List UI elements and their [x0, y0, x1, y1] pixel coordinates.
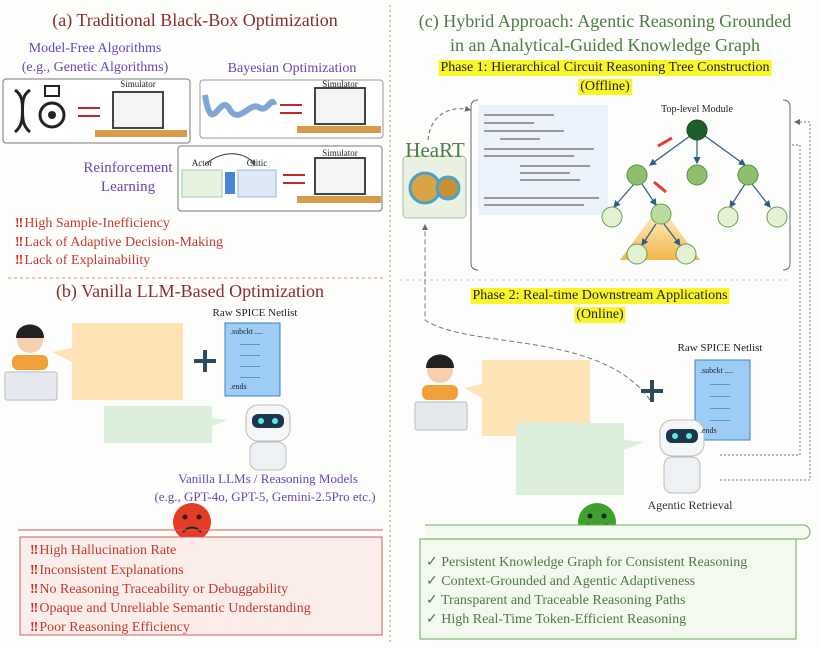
agentic-retrieval-label: Agentic Retrieval	[647, 498, 733, 512]
panel-b-title: (b) Vanilla LLM-Based Optimization	[55, 281, 325, 301]
issue-a-1: !!High Sample-Inefficiency	[15, 216, 170, 231]
netlist-text-c: .subckt ................................…	[700, 366, 733, 435]
panel-a-title: (a) Traditional Black-Box Optimization	[52, 10, 338, 30]
user-bubble-c	[464, 360, 590, 436]
simulator-label: Simulator	[322, 148, 358, 158]
llm-bubble-b	[104, 406, 228, 443]
issue-b-1: !!High Hallucination Rate	[30, 543, 177, 558]
benefit-1: ✓ Persistent Knowledge Graph for Consist…	[426, 555, 748, 570]
netlist-text-b: .subckt ................................…	[230, 327, 263, 391]
agent-bubble-c	[516, 423, 644, 495]
panel-c-title: (c) Hybrid Approach: Agentic Reasoning G…	[418, 11, 792, 31]
llm-label: Vanilla LLMs / Reasoning Models	[178, 471, 358, 486]
reasoning-tree	[601, 119, 788, 265]
issues-scroll-b	[18, 529, 383, 636]
bayesian-label: Bayesian Optimization	[227, 61, 357, 76]
netlist-doc-c	[694, 359, 751, 441]
model-free-label: Model-Free Algorithms	[28, 41, 162, 56]
phase1-subtitle: (Offline)	[578, 79, 632, 95]
netlist-label-c: Raw SPICE Netlist	[677, 342, 763, 354]
critic-label: Critic	[246, 158, 268, 168]
simulator-label: Simulator	[120, 79, 156, 89]
benefits-scroll-c	[419, 524, 811, 640]
tree-panel-bracket	[470, 99, 791, 271]
netlist-label-b: Raw SPICE Netlist	[212, 307, 298, 319]
llm-examples: (e.g., GPT-4o, GPT-5, Gemini-2.5Pro etc.…	[154, 489, 376, 504]
bo-box	[199, 79, 384, 139]
issue-b-3: !!No Reasoning Traceability or Debuggabi…	[30, 582, 289, 597]
phase2-title: Phase 2: Real-time Downstream Applicatio…	[470, 288, 730, 304]
user-avatar-c	[414, 354, 468, 431]
json-lines	[484, 114, 599, 206]
issue-b-2: !!Inconsistent Explanations	[30, 563, 184, 578]
user-bubble-b	[52, 323, 183, 400]
sad-face-icon	[173, 503, 211, 541]
phase1-title: Phase 1: Hierarchical Circuit Reasoning …	[438, 60, 772, 76]
benefit-3: ✓ Transparent and Traceable Reasoning Pa…	[426, 593, 686, 608]
simulator-label: Simulator	[322, 79, 358, 89]
robot-b	[245, 404, 291, 471]
issue-b-4: !!Opaque and Unreliable Semantic Underst…	[30, 601, 311, 616]
benefit-4: ✓ High Real-Time Token-Efficient Reasoni…	[426, 612, 687, 627]
robot-c	[659, 419, 705, 494]
rl-box	[177, 145, 383, 212]
heart-label: HeaRT	[405, 138, 465, 162]
plus-icon-b	[194, 350, 216, 372]
rl-label-2: Learning	[100, 179, 156, 195]
issue-a-2: !!Lack of Adaptive Decision-Making	[15, 235, 223, 250]
model-free-example: (e.g., Genetic Algorithms)	[21, 60, 169, 75]
top-module-label: Top-level Module	[661, 104, 733, 115]
panel-c-title-2: in an Analytical-Guided Knowledge Graph	[450, 35, 760, 55]
issue-b-5: !!Poor Reasoning Efficiency	[30, 620, 190, 635]
benefit-2: ✓ Context-Grounded and Agentic Adaptiven…	[426, 574, 696, 589]
user-avatar-b	[4, 324, 58, 401]
actor-label: Actor	[191, 158, 213, 168]
phase2-subtitle: (Online)	[574, 307, 626, 323]
rl-label: Reinforcement	[83, 160, 173, 176]
retrieval-dashed-arrow	[422, 224, 651, 401]
feedback-dotted-arrow	[720, 119, 811, 481]
ga-box	[2, 78, 191, 144]
issue-a-3: !!Lack of Explainability	[15, 253, 151, 268]
netlist-doc-b	[224, 322, 281, 397]
plus-icon-c	[641, 380, 663, 402]
